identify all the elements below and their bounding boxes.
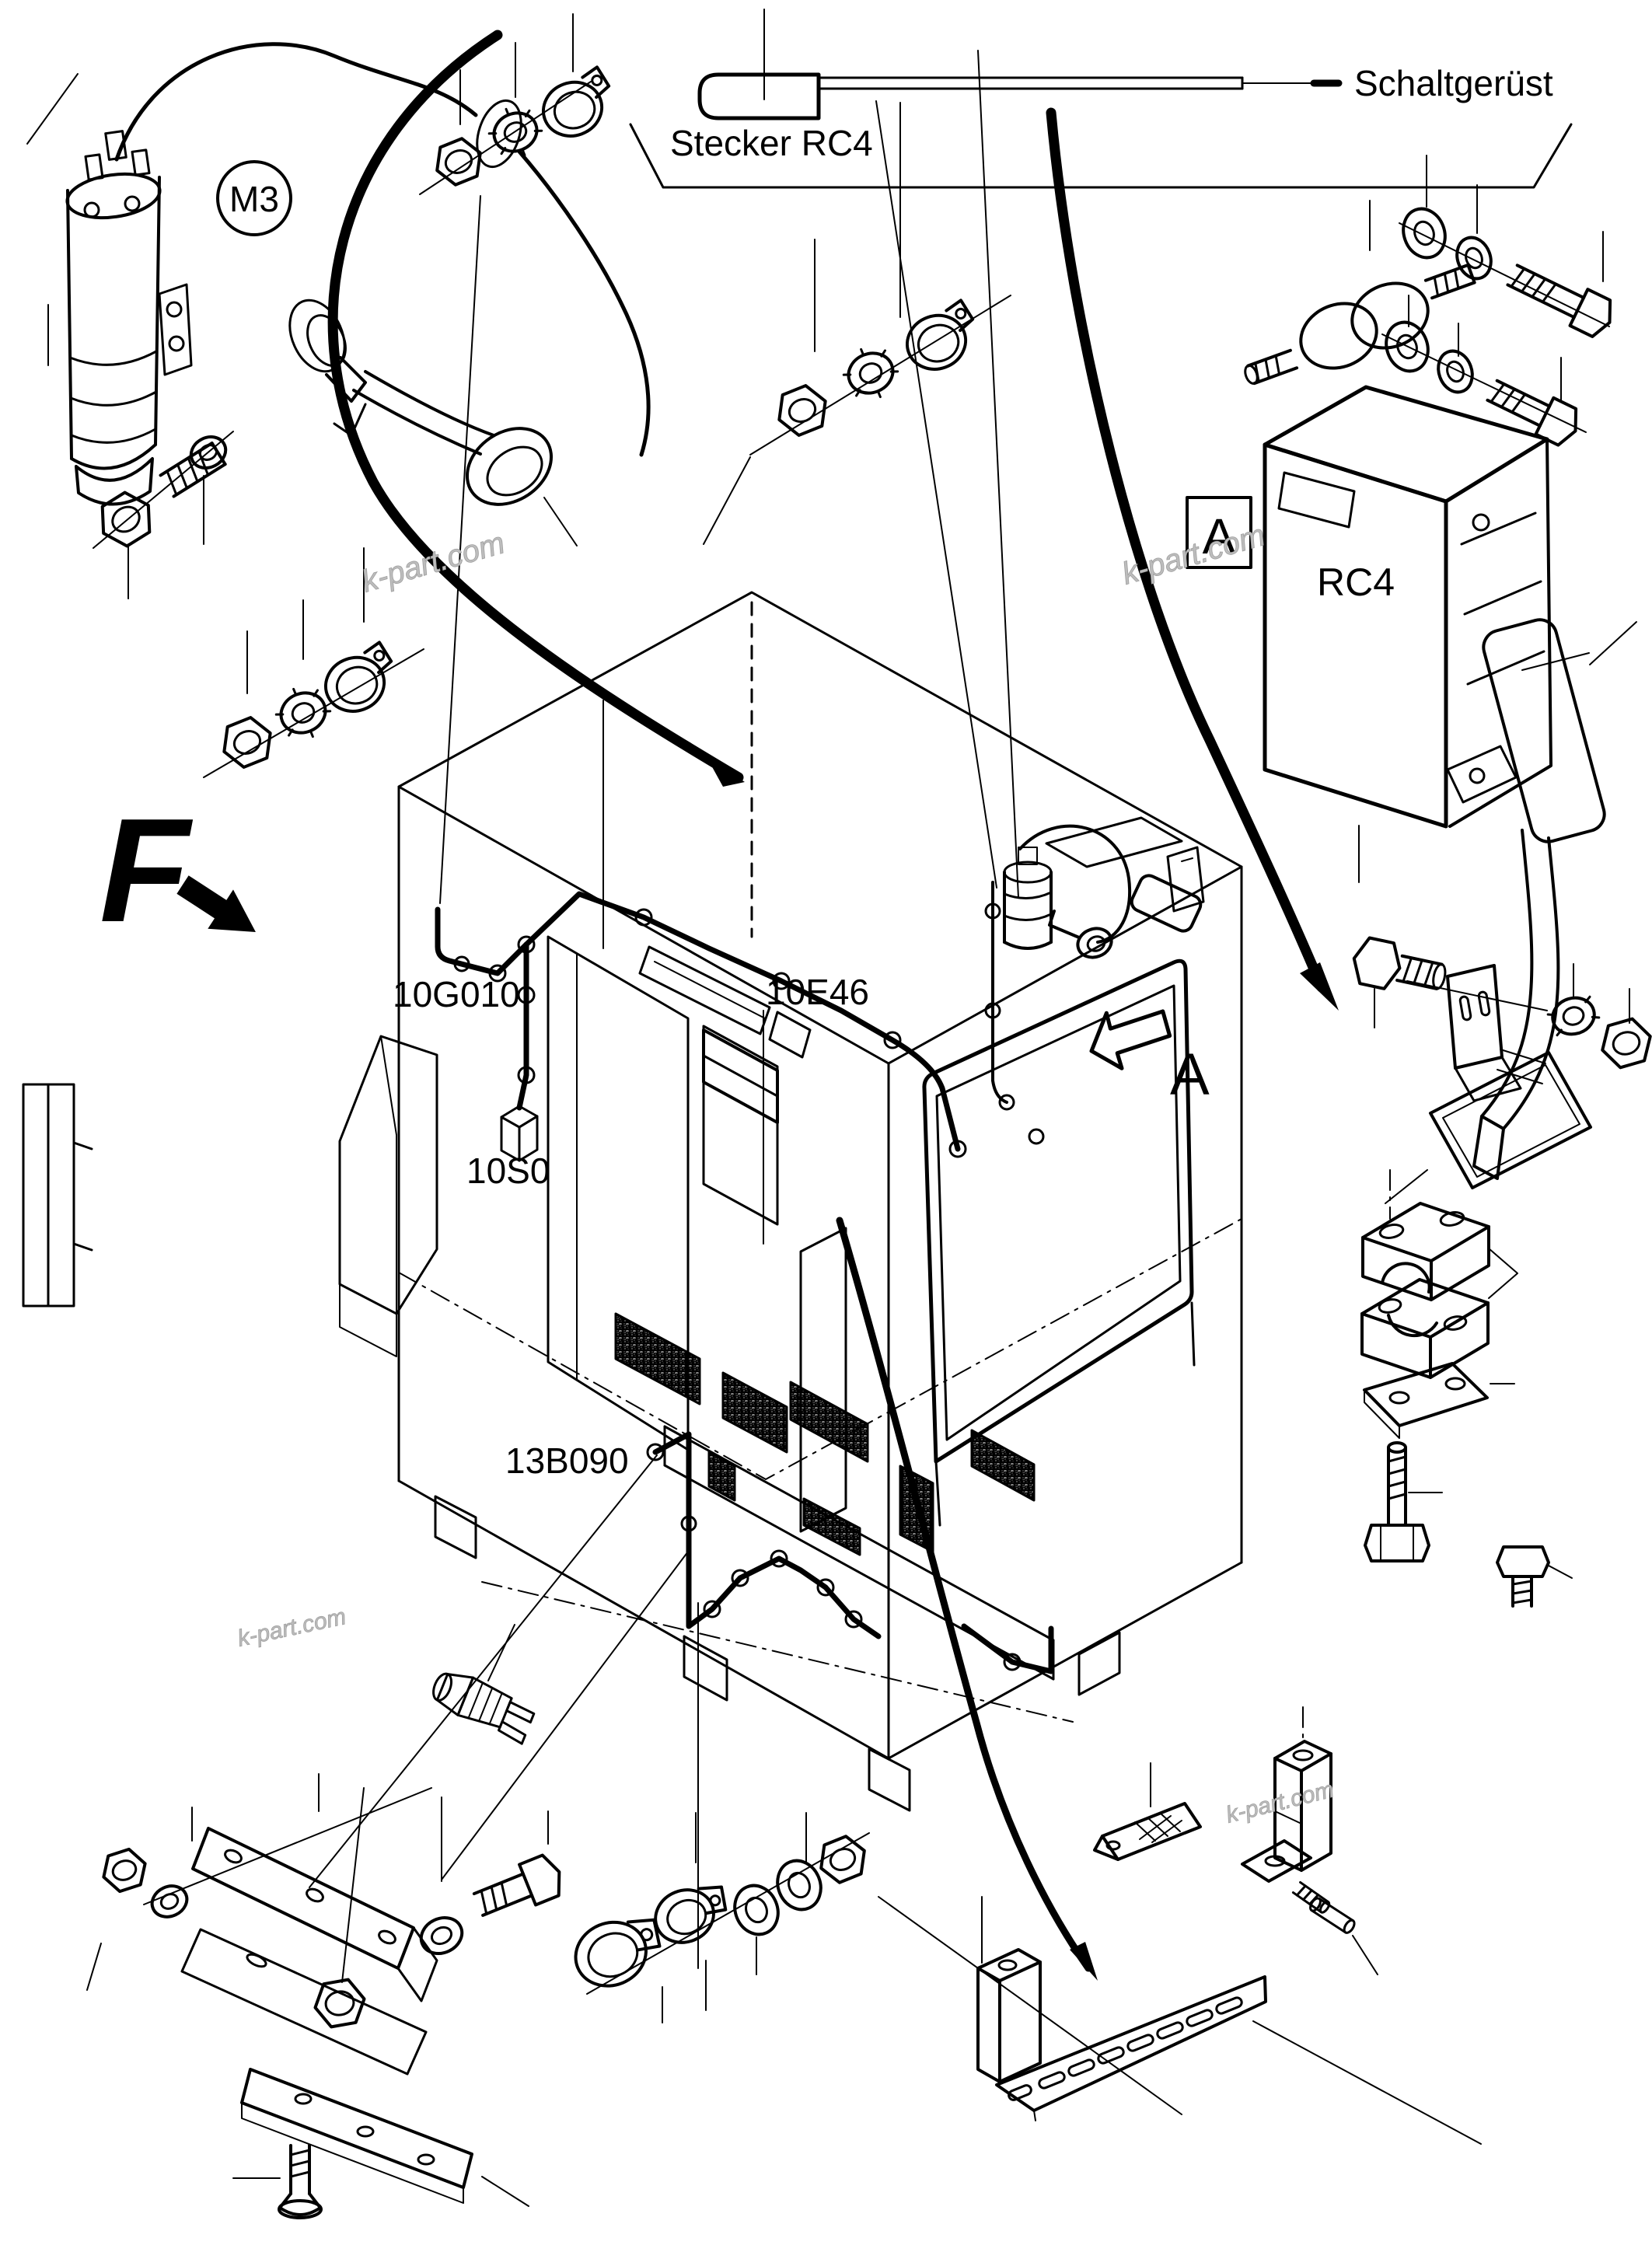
detail-a-arrow: A <box>1089 1009 1210 1108</box>
view-arrow-label: F <box>100 788 194 953</box>
clamp-long-bolt <box>1364 1441 1443 1562</box>
left-duct <box>22 1083 93 1308</box>
stecker-rc4-label: Stecker RC4 <box>670 123 873 163</box>
side-console-panel <box>338 1035 438 1357</box>
watermark-1: k-part.com <box>358 525 508 599</box>
pipe-clamp-blocks <box>1360 1202 1573 1608</box>
watermark-2: k-part.com <box>1118 518 1269 591</box>
pressure-switch <box>432 1624 536 1745</box>
clamp-trio-upper-left <box>419 65 611 195</box>
lower-harness-group: 13B090 <box>309 1431 1054 1969</box>
strap-post-left <box>976 1948 1042 2083</box>
watermarks: k-part.com k-part.com k-part.com k-part.… <box>235 518 1336 1828</box>
detail-a-arrow-label: A <box>1170 1042 1210 1108</box>
compressor-cylinder <box>65 130 193 506</box>
schaltgeruest-label: Schaltgerüst <box>1354 63 1553 103</box>
floor-post <box>799 1227 847 1533</box>
harness-nodes <box>453 908 967 1158</box>
horn-switch-label: 10S0 <box>466 1150 550 1191</box>
rc4-unit-label: RC4 <box>1317 560 1395 604</box>
harness-lower-label: 13B090 <box>505 1440 629 1481</box>
horn-switch-cube <box>500 1105 539 1162</box>
floor-frame-members <box>614 1312 1036 1556</box>
rc4-unit-group: RC4 A <box>1186 155 1637 1180</box>
installed-bracket <box>1166 846 1205 913</box>
countersunk-screw <box>232 2144 323 2219</box>
clamp-block-lower <box>1360 1278 1490 1379</box>
strap-post-right <box>1241 1740 1332 1914</box>
rc4-ecu-box: RC4 <box>1263 385 1637 1180</box>
rc4-connector <box>1482 618 1606 843</box>
harness-ground-label: 10G010 <box>393 974 520 1014</box>
bracket-bolt <box>1352 936 1447 990</box>
cab-structure <box>22 591 1243 1812</box>
rubber-mount <box>1244 200 1476 386</box>
swoosh-arrows <box>327 30 1339 1981</box>
hatched-plate <box>1093 1802 1202 1861</box>
cable-clamp-set <box>574 1812 870 2023</box>
view-direction-arrow <box>176 875 256 932</box>
rc4-bolt-set-1 <box>1399 155 1612 338</box>
harness-group: 10G010 10E46 10S0 <box>393 50 1019 1245</box>
watermark-4: k-part.com <box>1224 1776 1336 1828</box>
clamp-trio-center <box>749 102 1011 456</box>
p-clamp-large <box>574 1918 662 1988</box>
clamp-plate <box>1363 1362 1515 1439</box>
motor-circle <box>216 160 292 236</box>
mount-plate <box>1429 1051 1592 1189</box>
p-clamp-small <box>654 1885 728 1944</box>
compressor-bolt <box>93 431 234 549</box>
watermark-3: k-part.com <box>236 1604 348 1652</box>
relay-block <box>702 1025 779 1226</box>
swoosh-right <box>1046 107 1327 993</box>
motor-circle-label: M3 <box>229 179 279 219</box>
installed-compressor <box>984 824 1205 1145</box>
door-frame <box>922 958 1196 1527</box>
rc4-plug <box>697 72 821 120</box>
mounting-strap-group <box>878 1706 1482 2145</box>
clamp-short-bolt <box>1496 1545 1573 1608</box>
slotted-strap <box>995 1975 1267 2121</box>
rc4-bolt-set-2 <box>1381 295 1587 447</box>
clamp-block-upper <box>1361 1202 1490 1301</box>
signal-horn <box>288 299 554 506</box>
detail-a-box-label: A <box>1203 508 1236 564</box>
clamp-trio-left <box>203 547 424 778</box>
swoosh-bottom <box>836 1217 1092 1972</box>
right-bracket-group <box>1352 936 1652 1220</box>
slotted-bracket <box>1446 964 1504 1070</box>
loose-pin <box>1309 1897 1356 1934</box>
harness-main-label: 10E46 <box>766 972 869 1012</box>
swoosh-left <box>327 30 744 783</box>
stecker-rc4-group: Schaltgerüst Stecker RC4 <box>629 9 1573 189</box>
view-arrow-f-group: F <box>100 788 256 953</box>
installed-connector <box>1130 874 1203 933</box>
detail-a-box <box>1186 496 1252 569</box>
bottom-left-bracket-group <box>86 1773 561 2219</box>
